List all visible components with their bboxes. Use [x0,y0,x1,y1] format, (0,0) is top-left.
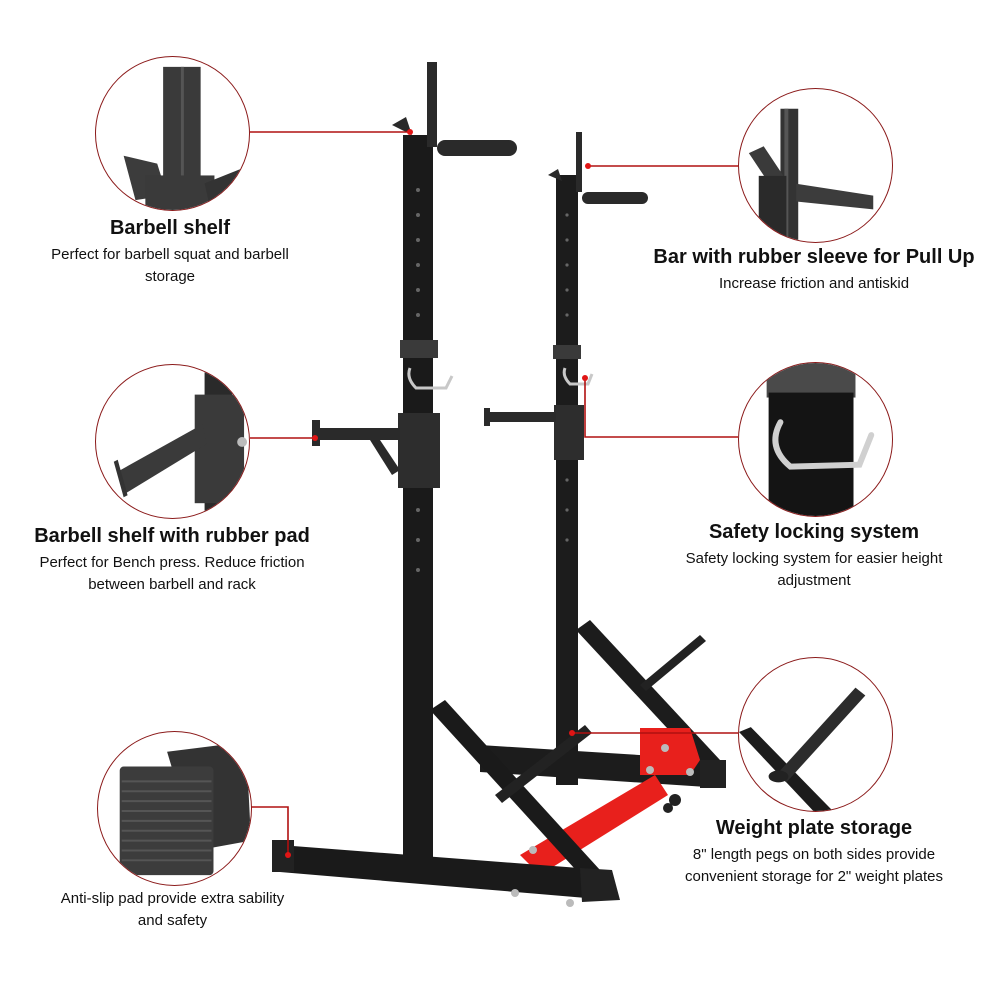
caption-pull-up-bar: Bar with rubber sleeve for Pull Up Incre… [628,245,1000,295]
feature-description: Increase friction and antiskid [718,275,910,292]
detail-rubber-pad-shelf [95,364,250,519]
feature-description: Perfect for Bench press. Reduce friction… [39,554,305,593]
front-upright [272,62,620,907]
detail-barbell-shelf [95,56,250,211]
detail-weight-storage [738,657,893,812]
detail-pull-up-bar [738,88,893,243]
detail-safety-lock [738,362,893,517]
feature-title: Barbell shelf [109,217,231,239]
feature-description: 8" length pegs on both sides provide con… [685,846,943,885]
rear-upright [480,132,726,788]
feature-title: Barbell shelf with rubber pad [34,525,310,547]
feature-description: Safety locking system for easier height … [685,550,943,589]
feature-title: Bar with rubber sleeve for Pull Up [653,246,975,268]
feature-description: Anti-slip pad provide extra sability and… [60,890,285,929]
caption-safety-lock: Safety locking system Safety locking sys… [672,520,956,592]
leader-lines [250,131,738,855]
feature-title: Weight plate storage [715,817,913,839]
caption-weight-storage: Weight plate storage 8" length pegs on b… [680,816,948,888]
feature-title: Safety locking system [708,521,920,543]
cross-brace [520,728,700,875]
feature-description: Perfect for barbell squat and barbell st… [51,246,289,285]
detail-anti-slip-pad [97,731,252,886]
caption-anti-slip-pad: Anti-slip pad provide extra sability and… [55,884,290,932]
caption-barbell-shelf: Barbell shelf Perfect for barbell squat … [20,216,320,288]
caption-rubber-pad-shelf: Barbell shelf with rubber pad Perfect fo… [0,524,344,596]
